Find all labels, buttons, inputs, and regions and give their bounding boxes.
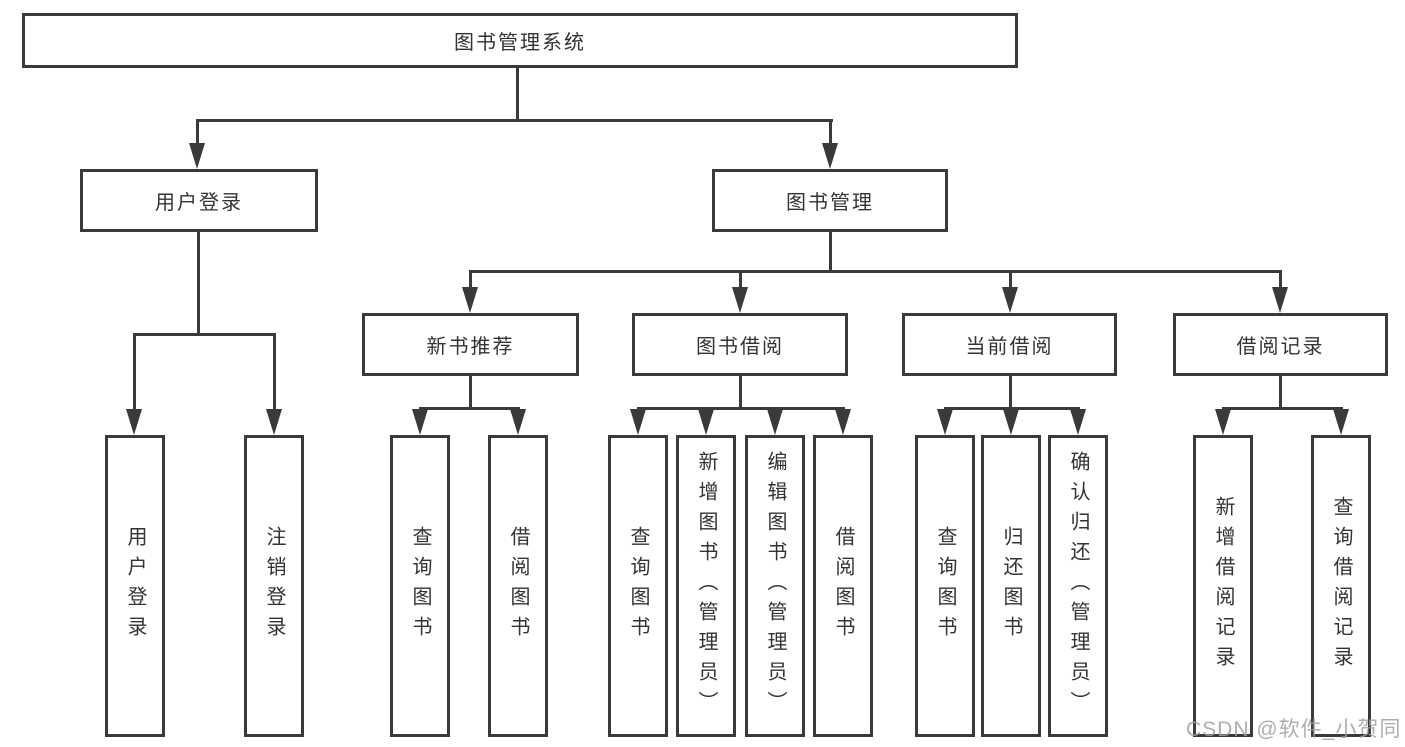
leaf-add-borrow-record: 新增借阅记录 — [1193, 435, 1253, 737]
connector-group-rail — [637, 407, 845, 410]
connector-drop-user-login — [196, 119, 199, 147]
connector-drop-leaf — [273, 333, 276, 411]
arrow-down-icon — [835, 409, 851, 435]
arrow-down-icon — [732, 287, 748, 313]
arrow-down-icon — [1002, 287, 1018, 313]
leaf-query-books: 查询图书 — [390, 435, 450, 737]
arrow-down-icon — [1070, 409, 1086, 435]
leaf-logout: 注销登录 — [244, 435, 304, 737]
arrow-down-icon — [1215, 409, 1231, 435]
connector-level1-rail — [196, 119, 833, 122]
node-book-borrowing: 图书借阅 — [632, 313, 848, 376]
connector-user-login-stem — [197, 232, 200, 335]
node-user-login: 用户登录 — [80, 169, 318, 232]
arrow-down-icon — [630, 409, 646, 435]
connector-drop-group — [1009, 270, 1012, 289]
leaf-user-login: 用户登录 — [105, 435, 165, 737]
connector-group-rail — [944, 407, 1080, 410]
arrow-down-icon — [698, 409, 714, 435]
arrow-down-icon — [1333, 409, 1349, 435]
leaf-query-borrow-record: 查询借阅记录 — [1311, 435, 1371, 737]
leaf-confirm-return-admin: 确认归还（管理员） — [1048, 435, 1108, 737]
leaf-query-books: 查询图书 — [915, 435, 975, 737]
connector-group-stem — [1279, 376, 1282, 410]
arrow-down-icon — [510, 409, 526, 435]
leaf-edit-books-admin: 编辑图书（管理员） — [745, 435, 805, 737]
node-current-borrowing: 当前借阅 — [902, 313, 1117, 376]
leaf-return-books: 归还图书 — [981, 435, 1041, 737]
watermark-text: CSDN @软件_小贺同学 — [1186, 718, 1402, 741]
leaf-query-books: 查询图书 — [608, 435, 668, 737]
arrow-down-icon — [189, 143, 205, 169]
connector-group-stem — [739, 376, 742, 410]
arrow-down-icon — [412, 409, 428, 435]
arrow-down-icon — [822, 143, 838, 169]
node-library-management-system: 图书管理系统 — [22, 13, 1018, 68]
connector-drop-group — [739, 270, 742, 289]
leaf-borrow-books: 借阅图书 — [813, 435, 873, 737]
arrow-down-icon — [266, 409, 282, 435]
connector-group-stem — [1009, 376, 1012, 410]
connector-drop-leaf — [133, 333, 136, 411]
connector-drop-group — [469, 270, 472, 289]
connector-book-management-stem — [829, 232, 832, 272]
leaf-borrow-books: 借阅图书 — [488, 435, 548, 737]
connector-user-login-rail — [133, 333, 276, 336]
arrow-down-icon — [1003, 409, 1019, 435]
connector-level3-rail — [469, 270, 1282, 273]
connector-group-rail — [1222, 407, 1343, 410]
arrow-down-icon — [767, 409, 783, 435]
leaf-add-books-admin: 新增图书（管理员） — [676, 435, 736, 737]
connector-drop-book-management — [829, 119, 832, 147]
node-book-management: 图书管理 — [712, 169, 948, 232]
connector-group-stem — [469, 376, 472, 410]
connector-drop-group — [1279, 270, 1282, 289]
arrow-down-icon — [937, 409, 953, 435]
node-new-book-recommendation: 新书推荐 — [362, 313, 579, 376]
arrow-down-icon — [1272, 287, 1288, 313]
arrow-down-icon — [462, 287, 478, 313]
arrow-down-icon — [126, 409, 142, 435]
node-borrowing-records: 借阅记录 — [1173, 313, 1388, 376]
connector-group-rail — [419, 407, 520, 410]
connector-root-stem — [516, 68, 519, 121]
